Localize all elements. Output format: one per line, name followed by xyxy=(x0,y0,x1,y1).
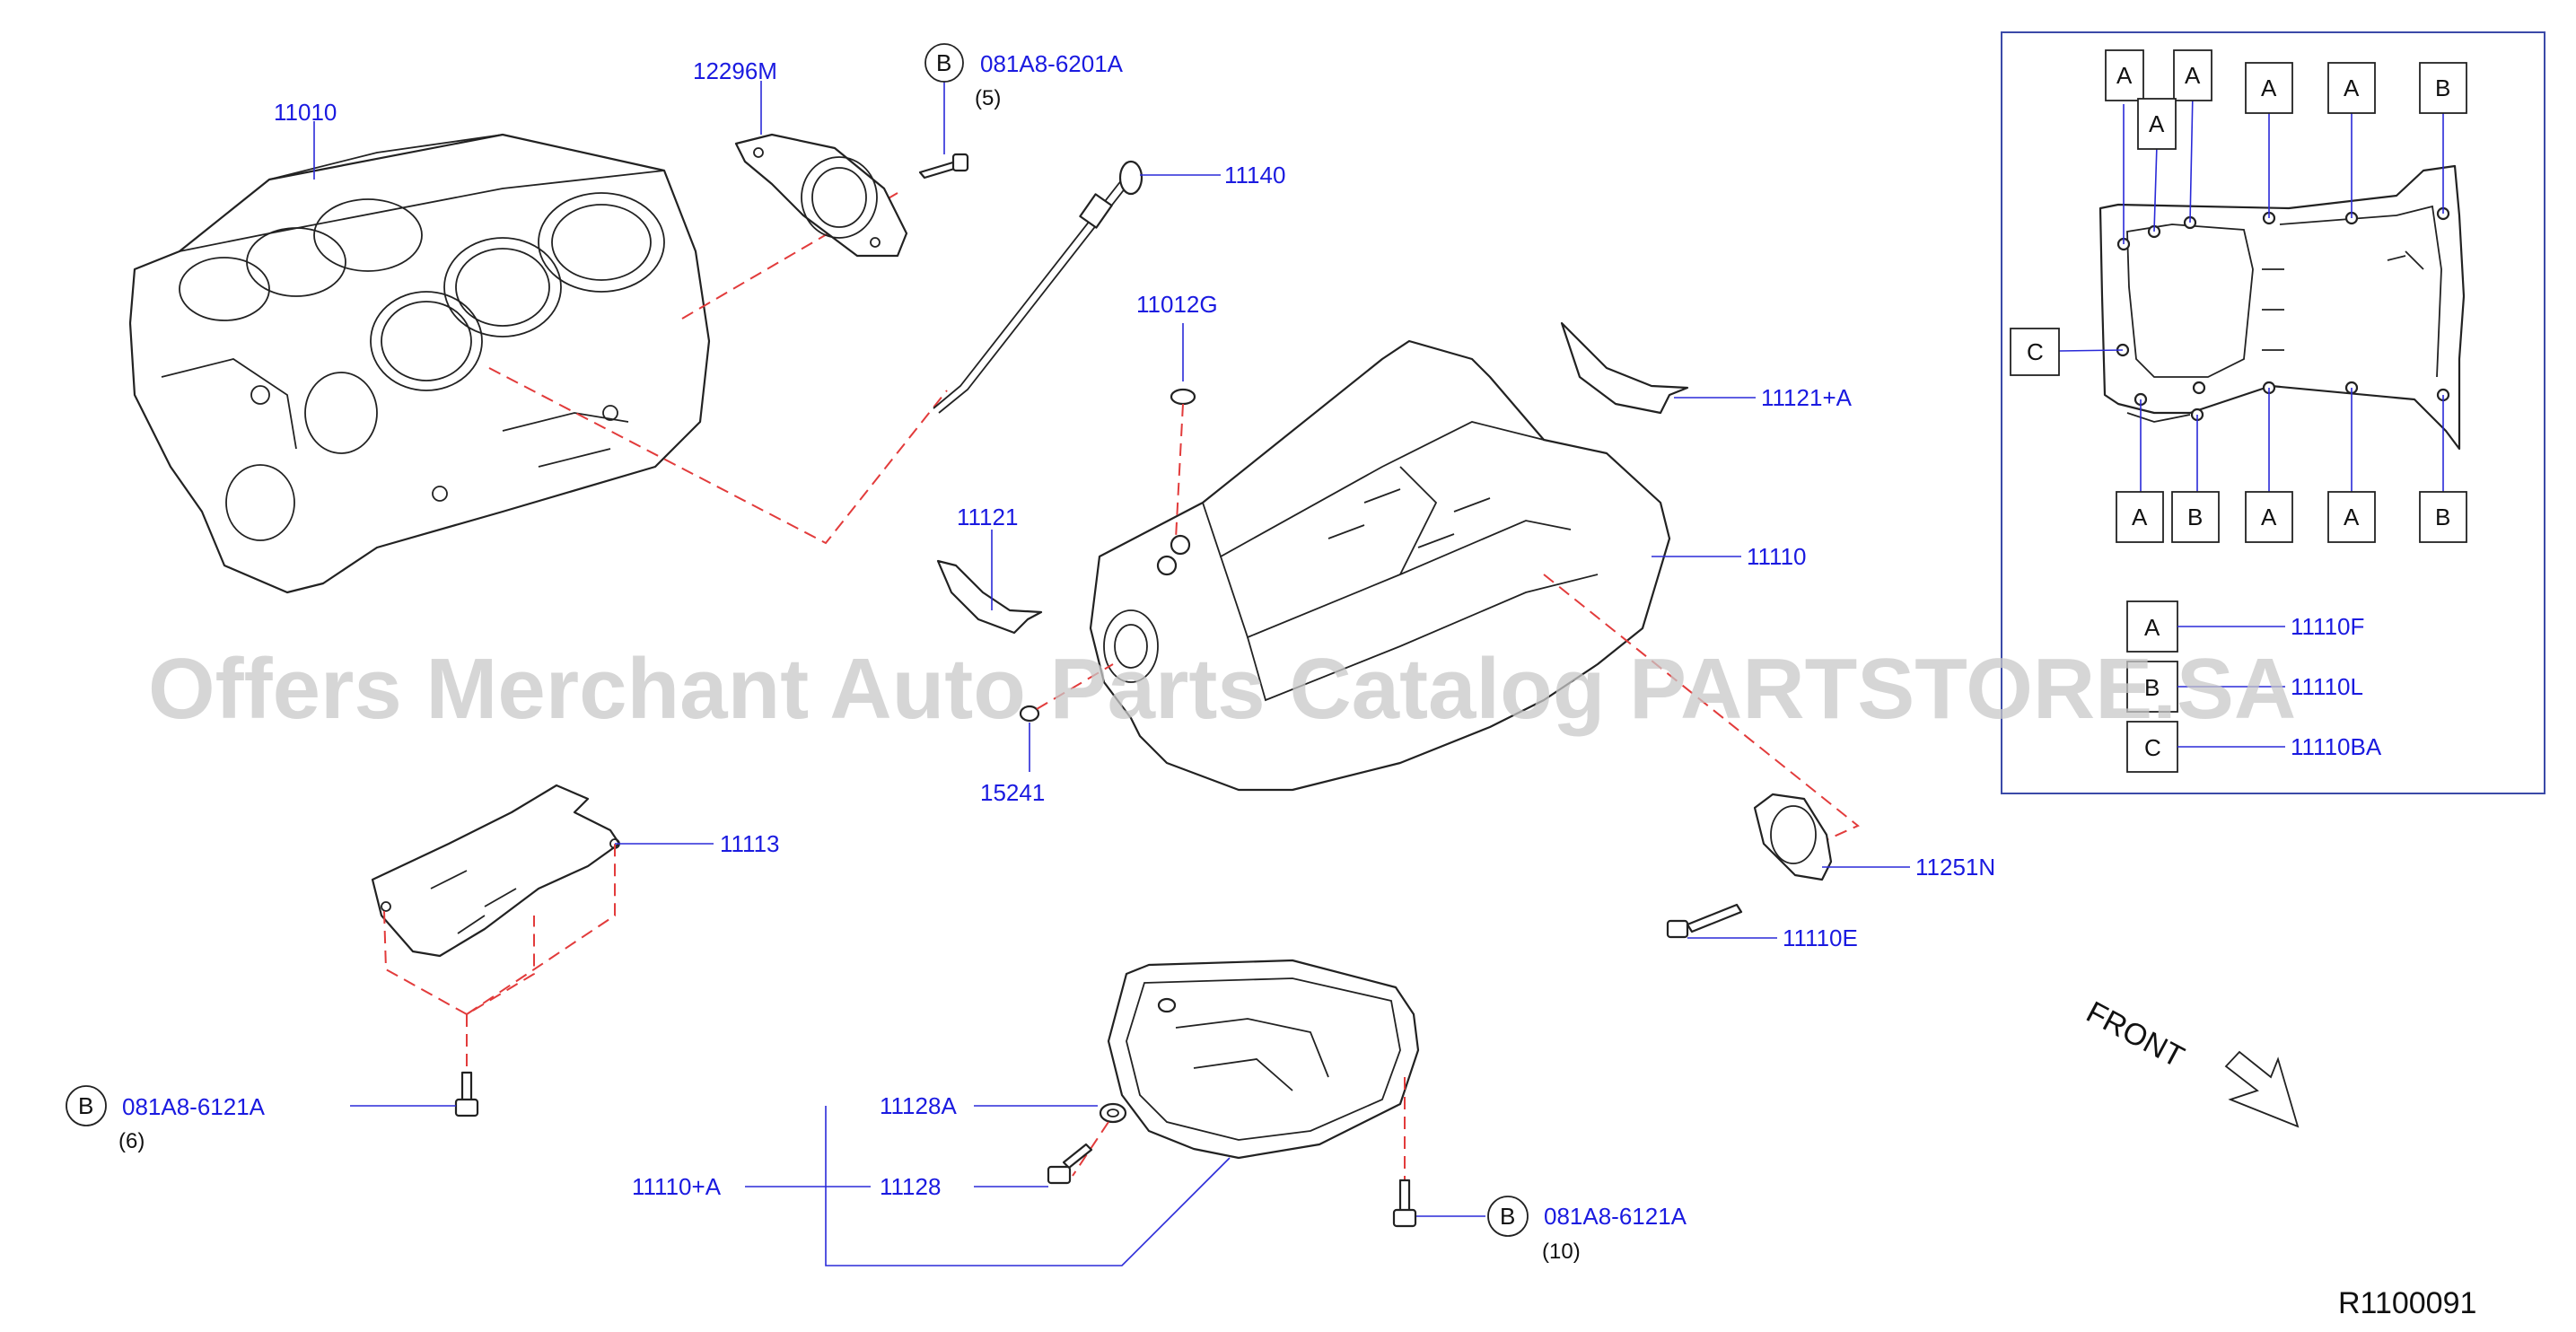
reference-code: R1100091 xyxy=(2338,1286,2476,1320)
legend-part-b[interactable]: 11110L xyxy=(2291,673,2363,700)
baffle-11121a xyxy=(1560,321,1689,415)
count-5: (5) xyxy=(975,86,1001,110)
marker-b-circle xyxy=(924,43,964,83)
label-11128a[interactable]: 11128A xyxy=(880,1092,957,1119)
front-seal-retainer xyxy=(1753,793,1833,881)
label-081a8-6201a[interactable]: 081A8-6201A xyxy=(980,50,1124,77)
bolt-081a8-6201a xyxy=(918,153,969,180)
svg-text:A: A xyxy=(2261,74,2277,101)
label-081a8-6121a-left[interactable]: 081A8-6121A xyxy=(122,1093,266,1120)
marker-b-circle-right xyxy=(1487,1196,1529,1237)
marker-b-right: B xyxy=(1500,1203,1515,1230)
svg-text:B: B xyxy=(2187,504,2203,530)
svg-text:A: A xyxy=(2116,62,2133,89)
label-15241[interactable]: 15241 xyxy=(980,779,1045,806)
rear-seal-retainer xyxy=(734,133,908,258)
label-11012g[interactable]: 11012G xyxy=(1136,291,1218,318)
front-label: FRONT xyxy=(2081,995,2189,1075)
inset-marker-row-top: A A A A A B xyxy=(2105,49,2467,150)
svg-text:A: A xyxy=(2132,504,2148,530)
label-11121a[interactable]: 11121+A xyxy=(1761,384,1853,411)
svg-text:B: B xyxy=(2435,74,2450,101)
o-ring-15241 xyxy=(1019,705,1040,723)
label-081a8-6121a-right[interactable]: 081A8-6121A xyxy=(1544,1203,1687,1230)
bolt-11110e xyxy=(1666,903,1743,939)
legend-part-a[interactable]: 11110F xyxy=(2291,613,2364,640)
inset-marker-c-text: C xyxy=(2027,338,2044,365)
inset-marker-c xyxy=(2010,328,2060,376)
legend-marker-c-box xyxy=(2126,721,2178,773)
legend-marker-a: A xyxy=(2144,614,2160,641)
label-11110a[interactable]: 11110+A xyxy=(632,1173,722,1200)
marker-b: B xyxy=(936,49,951,76)
label-12296m[interactable]: 12296M xyxy=(693,57,777,84)
bolt-081a8-6121a-right xyxy=(1392,1179,1417,1228)
count-6: (6) xyxy=(118,1129,145,1153)
svg-text:B: B xyxy=(2435,504,2450,530)
svg-text:A: A xyxy=(2344,504,2360,530)
label-11251n[interactable]: 11251N xyxy=(1915,854,1995,881)
legend-marker-a-box xyxy=(2126,600,2178,653)
plug-11012g xyxy=(1170,388,1196,406)
legend-marker-b: B xyxy=(2144,674,2160,701)
baffle-11121 xyxy=(936,559,1043,635)
drain-plug-11128 xyxy=(1047,1143,1093,1185)
front-indicator: FRONT xyxy=(2081,995,2300,1128)
washer-11128a xyxy=(1099,1102,1127,1124)
oil-dipstick xyxy=(933,160,1143,414)
oil-pan-lower xyxy=(1107,959,1420,1160)
label-11128[interactable]: 11128 xyxy=(880,1173,941,1200)
marker-b-left: B xyxy=(78,1092,93,1119)
count-10: (10) xyxy=(1542,1240,1581,1264)
label-11113[interactable]: 11113 xyxy=(720,830,780,857)
svg-text:A: A xyxy=(2185,62,2201,89)
label-11110e[interactable]: 11110E xyxy=(1783,925,1858,951)
label-11140[interactable]: 11140 xyxy=(1224,162,1285,188)
detail-inset: A A A A A B C A B A A B xyxy=(2001,31,2545,794)
svg-text:A: A xyxy=(2149,110,2165,137)
svg-text:A: A xyxy=(2344,74,2360,101)
bolt-081a8-6121a-left xyxy=(454,1071,479,1117)
oil-pan-upper xyxy=(1089,339,1671,792)
stiffener-11113 xyxy=(371,784,621,958)
legend-marker-c: C xyxy=(2144,734,2161,761)
label-11010[interactable]: 11010 xyxy=(274,99,337,126)
inset-legend: A 11110F B 11110L C 11110BA xyxy=(2126,600,2382,773)
watermark: Offers Merchant Auto Parts Catalog PARTS… xyxy=(148,641,2296,737)
marker-b-circle-left xyxy=(66,1085,107,1126)
cylinder-block xyxy=(128,133,711,594)
svg-text:A: A xyxy=(2261,504,2277,530)
label-11110[interactable]: 11110 xyxy=(1747,543,1807,570)
inset-marker-row-bottom: A B A A B xyxy=(2116,491,2467,543)
legend-part-c[interactable]: 11110BA xyxy=(2291,733,2382,760)
label-11121[interactable]: 11121 xyxy=(957,504,1018,530)
